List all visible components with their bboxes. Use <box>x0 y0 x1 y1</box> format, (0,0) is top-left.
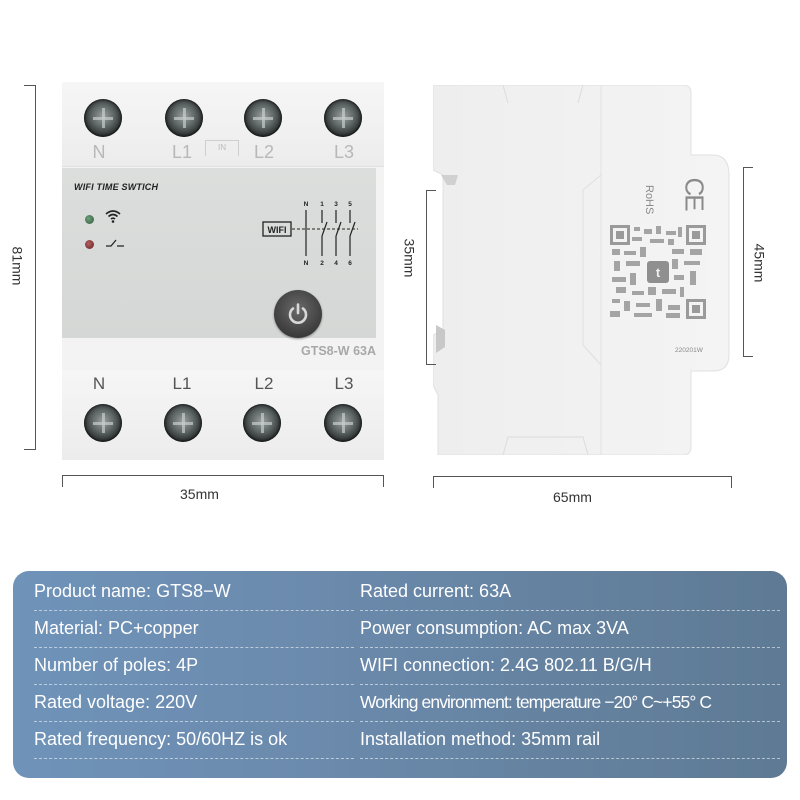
spec-row: Material: PC+copper <box>34 611 354 648</box>
svg-text:N: N <box>304 201 309 208</box>
screw-icon <box>324 99 362 137</box>
terminal-label: L2 <box>253 142 275 162</box>
terminal-label: N <box>92 142 106 162</box>
bottom-terminal-block: N L1 L2 L3 <box>62 370 384 460</box>
terminal-label: L3 <box>333 142 355 162</box>
spec-row: Number of poles: 4P <box>34 648 354 685</box>
dimension-label-35mm-width: 35mm <box>180 486 219 502</box>
dimension-line-35mm-rail <box>426 190 436 365</box>
spec-row: Power consumption: AC max 3VA <box>360 611 780 648</box>
in-arrow-icon: IN <box>205 140 239 156</box>
screw-icon <box>324 404 362 442</box>
svg-text:N: N <box>304 260 309 267</box>
power-button[interactable] <box>274 290 322 338</box>
device-title: WIFI TIME SWTICH <box>74 182 159 192</box>
top-terminal-block: N L1 IN L2 L3 <box>62 82 384 166</box>
svg-text:2: 2 <box>320 260 324 267</box>
svg-text:4: 4 <box>334 260 338 267</box>
screw-icon <box>84 404 122 442</box>
svg-text:3: 3 <box>334 201 338 208</box>
screw-icon <box>164 404 202 442</box>
wiring-diagram-icon: WIFI N 1 3 5 N 2 4 6 <box>262 201 358 267</box>
spec-column-right: Rated current: 63A Power consumption: AC… <box>360 574 780 759</box>
device-face-panel: WIFI TIME SWTICH WIFI N 1 3 <box>62 168 376 338</box>
terminal-label: L1 <box>172 374 192 393</box>
wifi-led-icon <box>85 215 94 224</box>
spec-column-left: Product name: GTS8−W Material: PC+copper… <box>34 574 354 759</box>
terminal-label: N <box>92 374 106 393</box>
terminal-label: L1 <box>171 142 193 162</box>
dimension-line-35mm-width <box>62 475 384 487</box>
qr-code-icon: t <box>610 225 706 319</box>
spec-row: WIFI connection: 2.4G 802.11 B/G/H <box>360 648 780 685</box>
svg-text:6: 6 <box>348 260 352 267</box>
spec-row: Working environment: temperature −20° C~… <box>360 685 780 722</box>
wifi-icon <box>105 210 121 223</box>
dimension-line-45mm <box>743 167 753 357</box>
front-view: N L1 IN L2 L3 WIFI TIME SWTICH WIFI <box>62 82 384 460</box>
terminal-label: L3 <box>334 374 354 393</box>
dimension-label-45mm: 45mm <box>751 243 768 283</box>
spec-row: Installation method: 35mm rail <box>360 722 780 759</box>
serial-label: 220201W <box>675 347 703 354</box>
spec-row: Product name: GTS8−W <box>34 574 354 611</box>
screw-icon <box>84 99 122 137</box>
dimension-line-81mm <box>24 85 36 450</box>
svg-text:5: 5 <box>348 201 352 208</box>
model-label: GTS8-W 63A <box>300 344 376 358</box>
spec-row: Rated current: 63A <box>360 574 780 611</box>
rohs-label: RoHS <box>643 185 655 215</box>
dimension-line-65mm <box>433 476 732 488</box>
spec-panel: Product name: GTS8−W Material: PC+copper… <box>13 571 787 778</box>
side-view: CE RoHS t 220201W <box>432 84 733 456</box>
terminal-label: L2 <box>254 374 274 393</box>
spec-row: Rated voltage: 220V <box>34 685 354 722</box>
svg-text:WIFI: WIFI <box>268 225 287 235</box>
svg-text:t: t <box>656 265 661 280</box>
power-icon <box>288 303 308 324</box>
dimension-label-81mm: 81mm <box>9 246 26 286</box>
spec-row: Rated frequency: 50/60HZ is ok <box>34 722 354 759</box>
ce-mark-icon: CE <box>679 177 710 210</box>
switch-led-icon <box>85 240 94 249</box>
switch-contact-icon <box>106 239 124 247</box>
dimension-label-35mm-rail: 35mm <box>401 238 418 278</box>
screw-icon <box>244 99 282 137</box>
dimension-label-65mm: 65mm <box>553 489 592 505</box>
screw-icon <box>243 404 281 442</box>
screw-icon <box>165 99 203 137</box>
svg-text:1: 1 <box>320 201 324 208</box>
